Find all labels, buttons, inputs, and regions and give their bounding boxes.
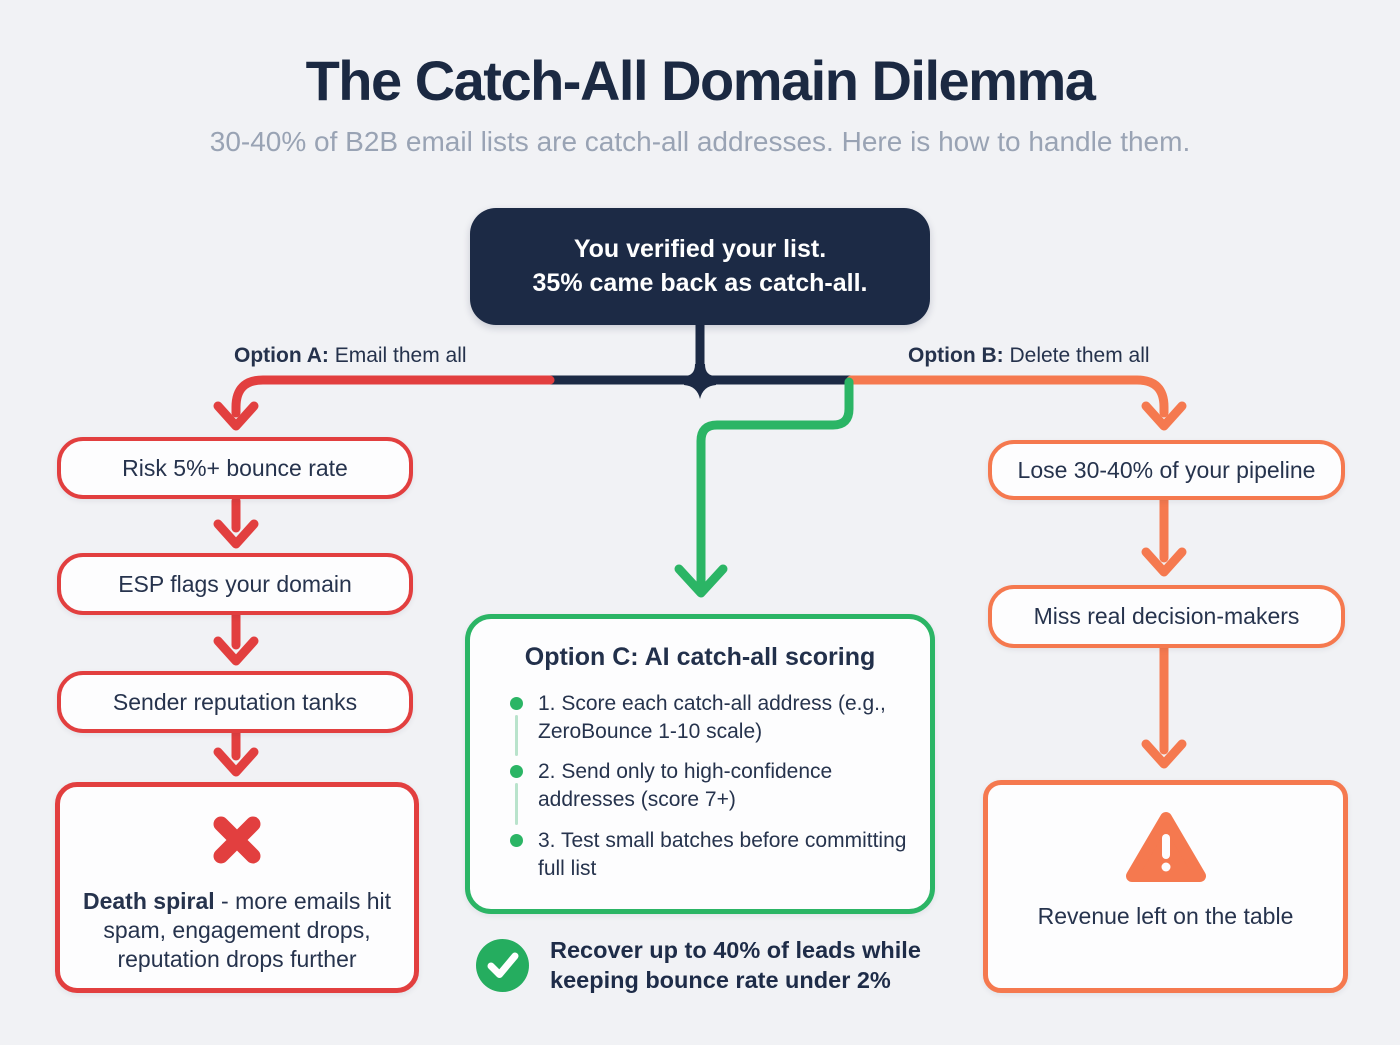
branch-c-line xyxy=(674,377,854,598)
bullet-rail xyxy=(510,758,523,826)
bullet-dot-icon xyxy=(510,765,523,779)
step-box-risk-bounce: Risk 5%+ bounce rate xyxy=(57,437,413,499)
list-item: 3. Test small batches before committing … xyxy=(510,827,930,895)
bullet-connector-line xyxy=(515,715,518,757)
bullet-rail xyxy=(510,827,523,895)
step-box-esp-flags: ESP flags your domain xyxy=(57,553,413,615)
option-c-step-list: 1. Score each catch-all address (e.g., Z… xyxy=(510,690,930,895)
option-c-heading: Option C: AI catch-all scoring xyxy=(524,643,876,671)
option-c-box: Option C: AI catch-all scoring 1. Score … xyxy=(465,614,935,914)
option-a-label: Option A: Email them all xyxy=(234,344,467,368)
death-spiral-text: Death spiral - more emails hit spam, eng… xyxy=(72,887,402,975)
page-title: The Catch-All Domain Dilemma xyxy=(305,49,1096,112)
list-item: 2. Send only to high-confidence addresse… xyxy=(510,758,930,826)
root-statement-box: You verified your list. 35% came back as… xyxy=(470,208,930,325)
step-box-miss-decision-makers: Miss real decision-makers xyxy=(988,585,1345,648)
bullet-rail xyxy=(510,690,523,758)
bullet-connector-line xyxy=(515,783,518,825)
benefit-text: Recover up to 40% of leads while keeping… xyxy=(550,937,921,993)
check-circle-icon xyxy=(476,939,529,992)
option-c-step-3: 3. Test small batches before committing … xyxy=(538,828,907,880)
trunk-fillet xyxy=(684,364,716,399)
warning-triangle-icon xyxy=(1125,812,1206,882)
option-b-label-rest: Delete them all xyxy=(1003,344,1150,367)
option-b-label-bold: Option B: xyxy=(908,344,1004,367)
outcome-box-death-spiral: Death spiral - more emails hit spam, eng… xyxy=(55,782,419,993)
step-box-reputation-tanks: Sender reputation tanks xyxy=(57,671,413,733)
benefit-row: Recover up to 40% of leads while keeping… xyxy=(476,936,950,996)
root-statement-line1: You verified your list. xyxy=(573,235,827,264)
revenue-left-text: Revenue left on the table xyxy=(1037,903,1294,929)
option-c-step-2: 2. Send only to high-confidence addresse… xyxy=(538,760,833,812)
option-a-label-bold: Option A: xyxy=(234,344,329,367)
option-b-label: Option B: Delete them all xyxy=(908,344,1150,368)
x-icon xyxy=(213,816,261,864)
bullet-dot-icon xyxy=(510,697,523,710)
option-a-label-rest: Email them all xyxy=(328,344,467,367)
bullet-dot-icon xyxy=(510,833,523,847)
step-box-lose-pipeline: Lose 30-40% of your pipeline xyxy=(988,440,1345,500)
trunk-connector xyxy=(550,325,851,385)
option-c-step-1: 1. Score each catch-all address (e.g., Z… xyxy=(538,692,886,743)
death-spiral-bold: Death spiral xyxy=(82,888,215,914)
outcome-box-revenue-left: Revenue left on the table xyxy=(983,780,1348,993)
death-spiral-rest: - more emails hit spam, engagement drops… xyxy=(103,888,392,973)
page-subtitle: 30-40% of B2B email lists are catch-all … xyxy=(209,126,1191,157)
root-statement-line2: 35% came back as catch-all. xyxy=(532,268,868,297)
list-item: 1. Score each catch-all address (e.g., Z… xyxy=(510,690,930,758)
